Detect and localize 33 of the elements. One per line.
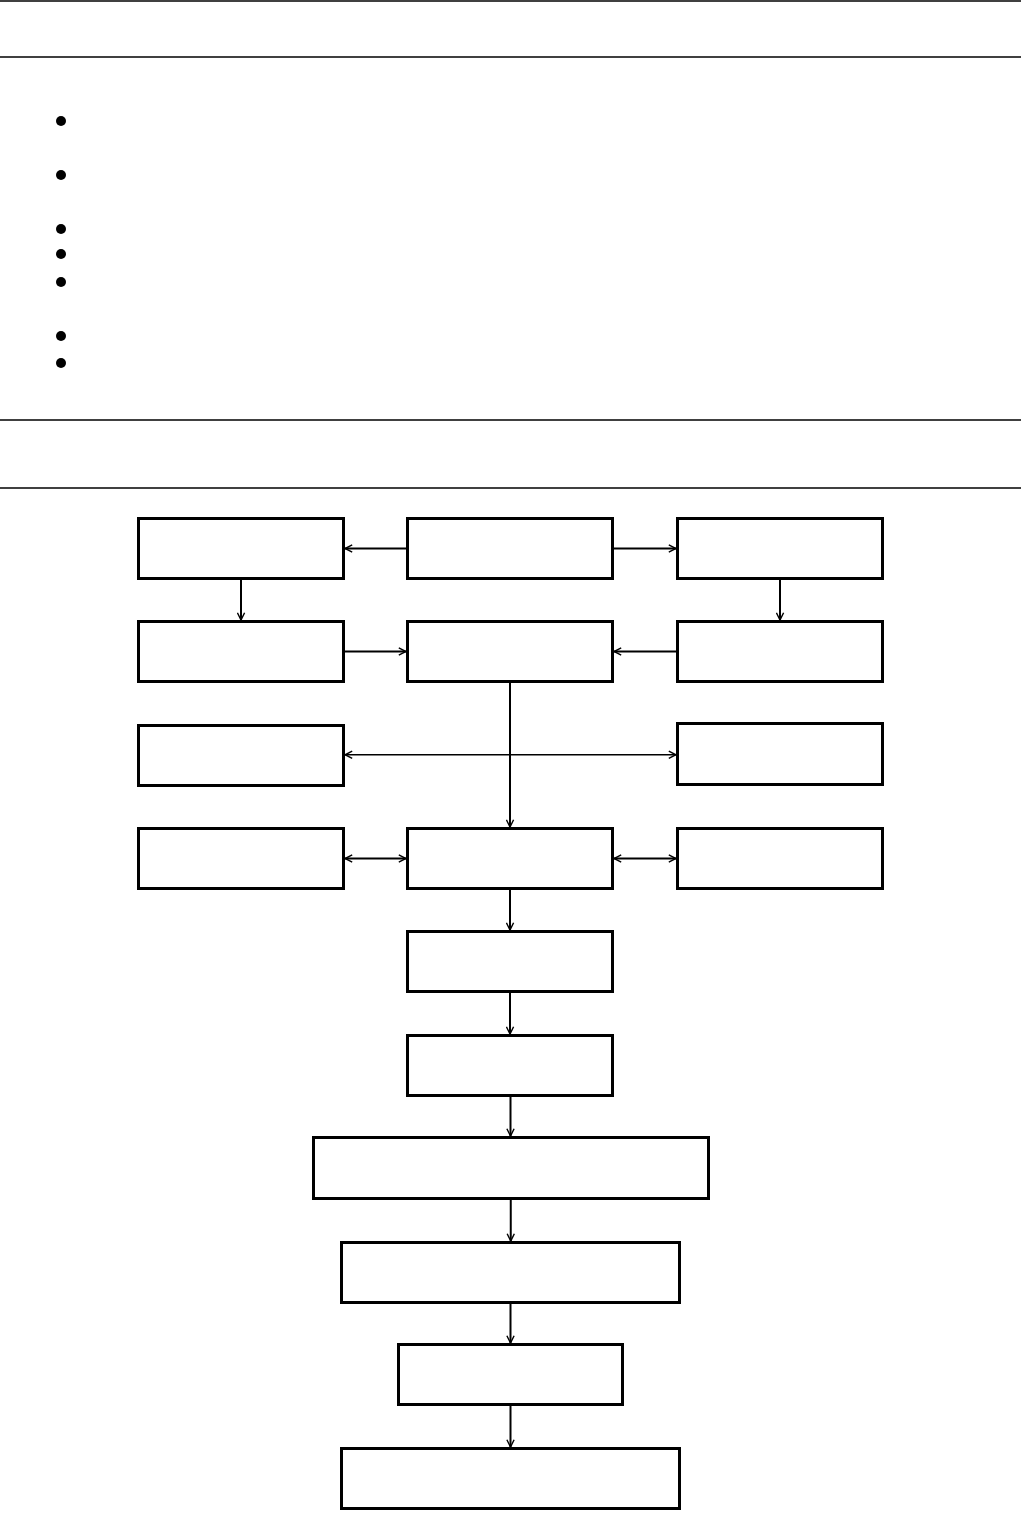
arrow <box>505 889 515 931</box>
arrow <box>613 647 677 656</box>
arrow <box>344 750 677 760</box>
arrow <box>613 544 677 553</box>
arrow <box>505 682 515 828</box>
process-box <box>406 620 614 683</box>
process-box <box>137 620 345 683</box>
arrow <box>344 544 407 553</box>
process-box <box>137 724 345 787</box>
process-box <box>137 517 345 580</box>
process-box <box>676 827 884 890</box>
process-box <box>406 517 614 580</box>
arrow <box>236 579 246 621</box>
arrow <box>613 854 677 863</box>
arrow <box>506 1303 515 1344</box>
process-box <box>406 1034 614 1097</box>
arrow <box>506 1405 515 1448</box>
process-box <box>312 1136 710 1200</box>
process-box <box>676 620 884 683</box>
arrow <box>506 1096 515 1137</box>
arrow <box>344 854 407 863</box>
process-box <box>676 722 884 786</box>
arrow <box>506 1199 516 1242</box>
arrow <box>775 579 785 621</box>
arrow <box>344 647 407 656</box>
process-box <box>406 930 614 993</box>
process-box <box>340 1241 681 1304</box>
process-box <box>340 1447 681 1510</box>
process-box <box>137 827 345 890</box>
arrow <box>505 992 515 1035</box>
process-box <box>397 1343 624 1406</box>
process-box <box>406 827 614 890</box>
process-box <box>676 517 884 580</box>
